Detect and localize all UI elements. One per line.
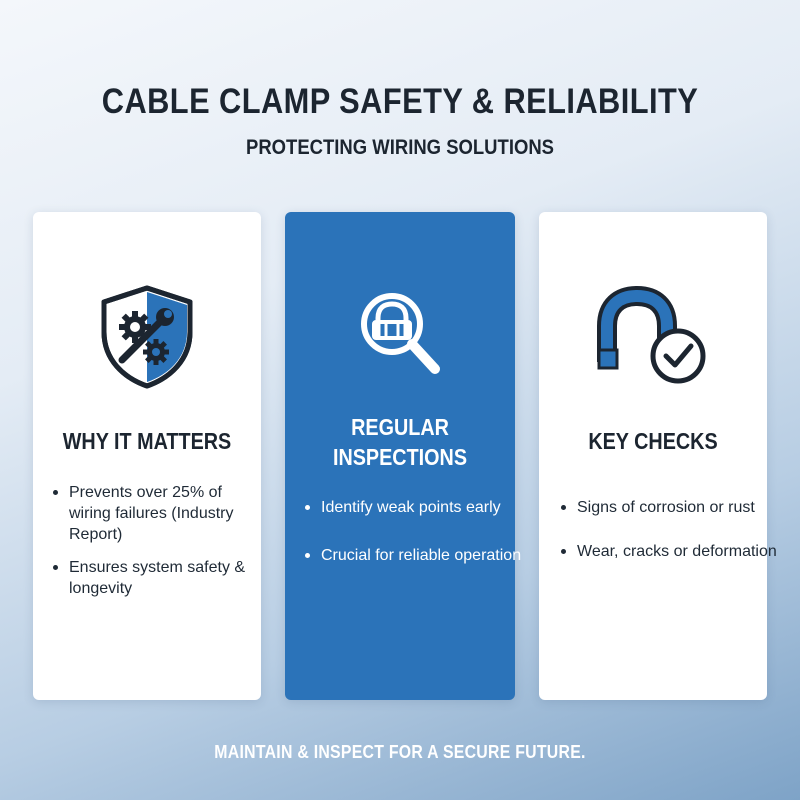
page-title: CABLE CLAMP SAFETY & RELIABILITY	[101, 82, 699, 121]
magnifier-clamp-icon	[285, 282, 515, 392]
shield-gears-icon	[33, 282, 261, 392]
list-item: Wear, cracks or deformation	[559, 541, 777, 562]
bullet-list: Prevents over 25% of wiring failures (In…	[51, 482, 257, 611]
card-heading: WHY IT MATTERS	[62, 428, 232, 454]
card-heading-line: INSPECTIONS	[332, 444, 468, 470]
bullet-list: Identify weak points early Crucial for r…	[303, 497, 521, 593]
card-heading: REGULAR INSPECTIONS	[301, 412, 499, 472]
list-item: Identify weak points early	[303, 497, 511, 518]
list-item: Ensures system safety & longevity	[51, 557, 257, 599]
card-why-it-matters: WHY IT MATTERS Prevents over 25% of wiri…	[33, 212, 261, 700]
list-item: Signs of corrosion or rust	[559, 497, 767, 518]
card-heading: KEY CHECKS	[588, 428, 718, 454]
page-subtitle: PROTECTING WIRING SOLUTIONS	[246, 136, 554, 159]
bullet-list: Signs of corrosion or rust Wear, cracks …	[559, 497, 777, 585]
list-item: Prevents over 25% of wiring failures (In…	[51, 482, 257, 545]
clamp-checkmark-icon	[539, 282, 767, 392]
list-item: Crucial for reliable operation	[303, 545, 521, 566]
card-regular-inspections: REGULAR INSPECTIONS Identify weak points…	[285, 212, 521, 700]
card-key-checks: KEY CHECKS Signs of corrosion or rust We…	[539, 212, 777, 700]
footer-tagline: MAINTAIN & INSPECT FOR A SECURE FUTURE.	[214, 742, 586, 762]
card-heading-line: REGULAR	[351, 414, 449, 440]
